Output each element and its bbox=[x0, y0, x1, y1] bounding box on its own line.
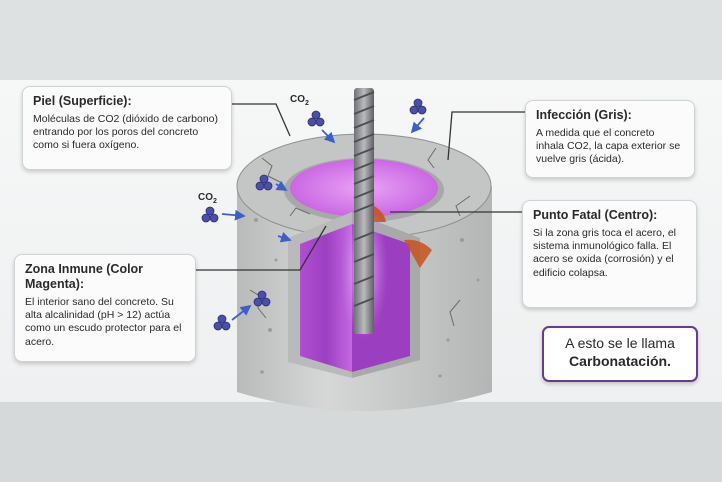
callout-infeccion-title: Infección (Gris): bbox=[536, 108, 632, 122]
magenta-inner-zone bbox=[300, 224, 352, 372]
carbonatacion-banner: A esto se le llama Carbonatación. bbox=[542, 326, 698, 382]
callout-punto-fatal-text: Si la zona gris toca el acero, el sistem… bbox=[533, 227, 676, 279]
callout-piel-title: Piel (Superficie): bbox=[33, 94, 132, 108]
callout-piel-text: Moléculas de CO2 (dióxido de carbono) en… bbox=[33, 113, 219, 152]
co2-molecules bbox=[201, 98, 427, 331]
co2-label-left: CO2 bbox=[198, 192, 217, 205]
bottom-background bbox=[0, 402, 722, 482]
callout-punto-fatal: Punto Fatal (Centro): Si la zona gris to… bbox=[522, 200, 697, 308]
callout-zona-inmune-text: El interior sano del concreto. Su alta a… bbox=[25, 296, 182, 348]
banner-line-1: A esto se le llama bbox=[565, 335, 675, 351]
leader-lines bbox=[196, 103, 525, 271]
callout-punto-fatal-title: Punto Fatal (Centro): bbox=[533, 208, 658, 222]
callout-zona-inmune: Zona Inmune (Color Magenta): El interior… bbox=[14, 254, 196, 362]
banner-line-2: Carbonatación. bbox=[569, 353, 671, 369]
callout-infeccion-text: A medida que el concreto inhala CO2, la … bbox=[536, 127, 681, 166]
callout-piel: Piel (Superficie): Moléculas de CO2 (dió… bbox=[22, 86, 232, 170]
corrosion-spot bbox=[404, 239, 432, 268]
callout-zona-inmune-title: Zona Inmune (Color Magenta): bbox=[25, 262, 144, 291]
pores bbox=[254, 218, 480, 378]
callout-infeccion: Infección (Gris): A medida que el concre… bbox=[525, 100, 695, 178]
co2-label-top: CO2 bbox=[290, 94, 309, 107]
top-background bbox=[0, 0, 722, 80]
steel-rebar bbox=[340, 88, 388, 340]
